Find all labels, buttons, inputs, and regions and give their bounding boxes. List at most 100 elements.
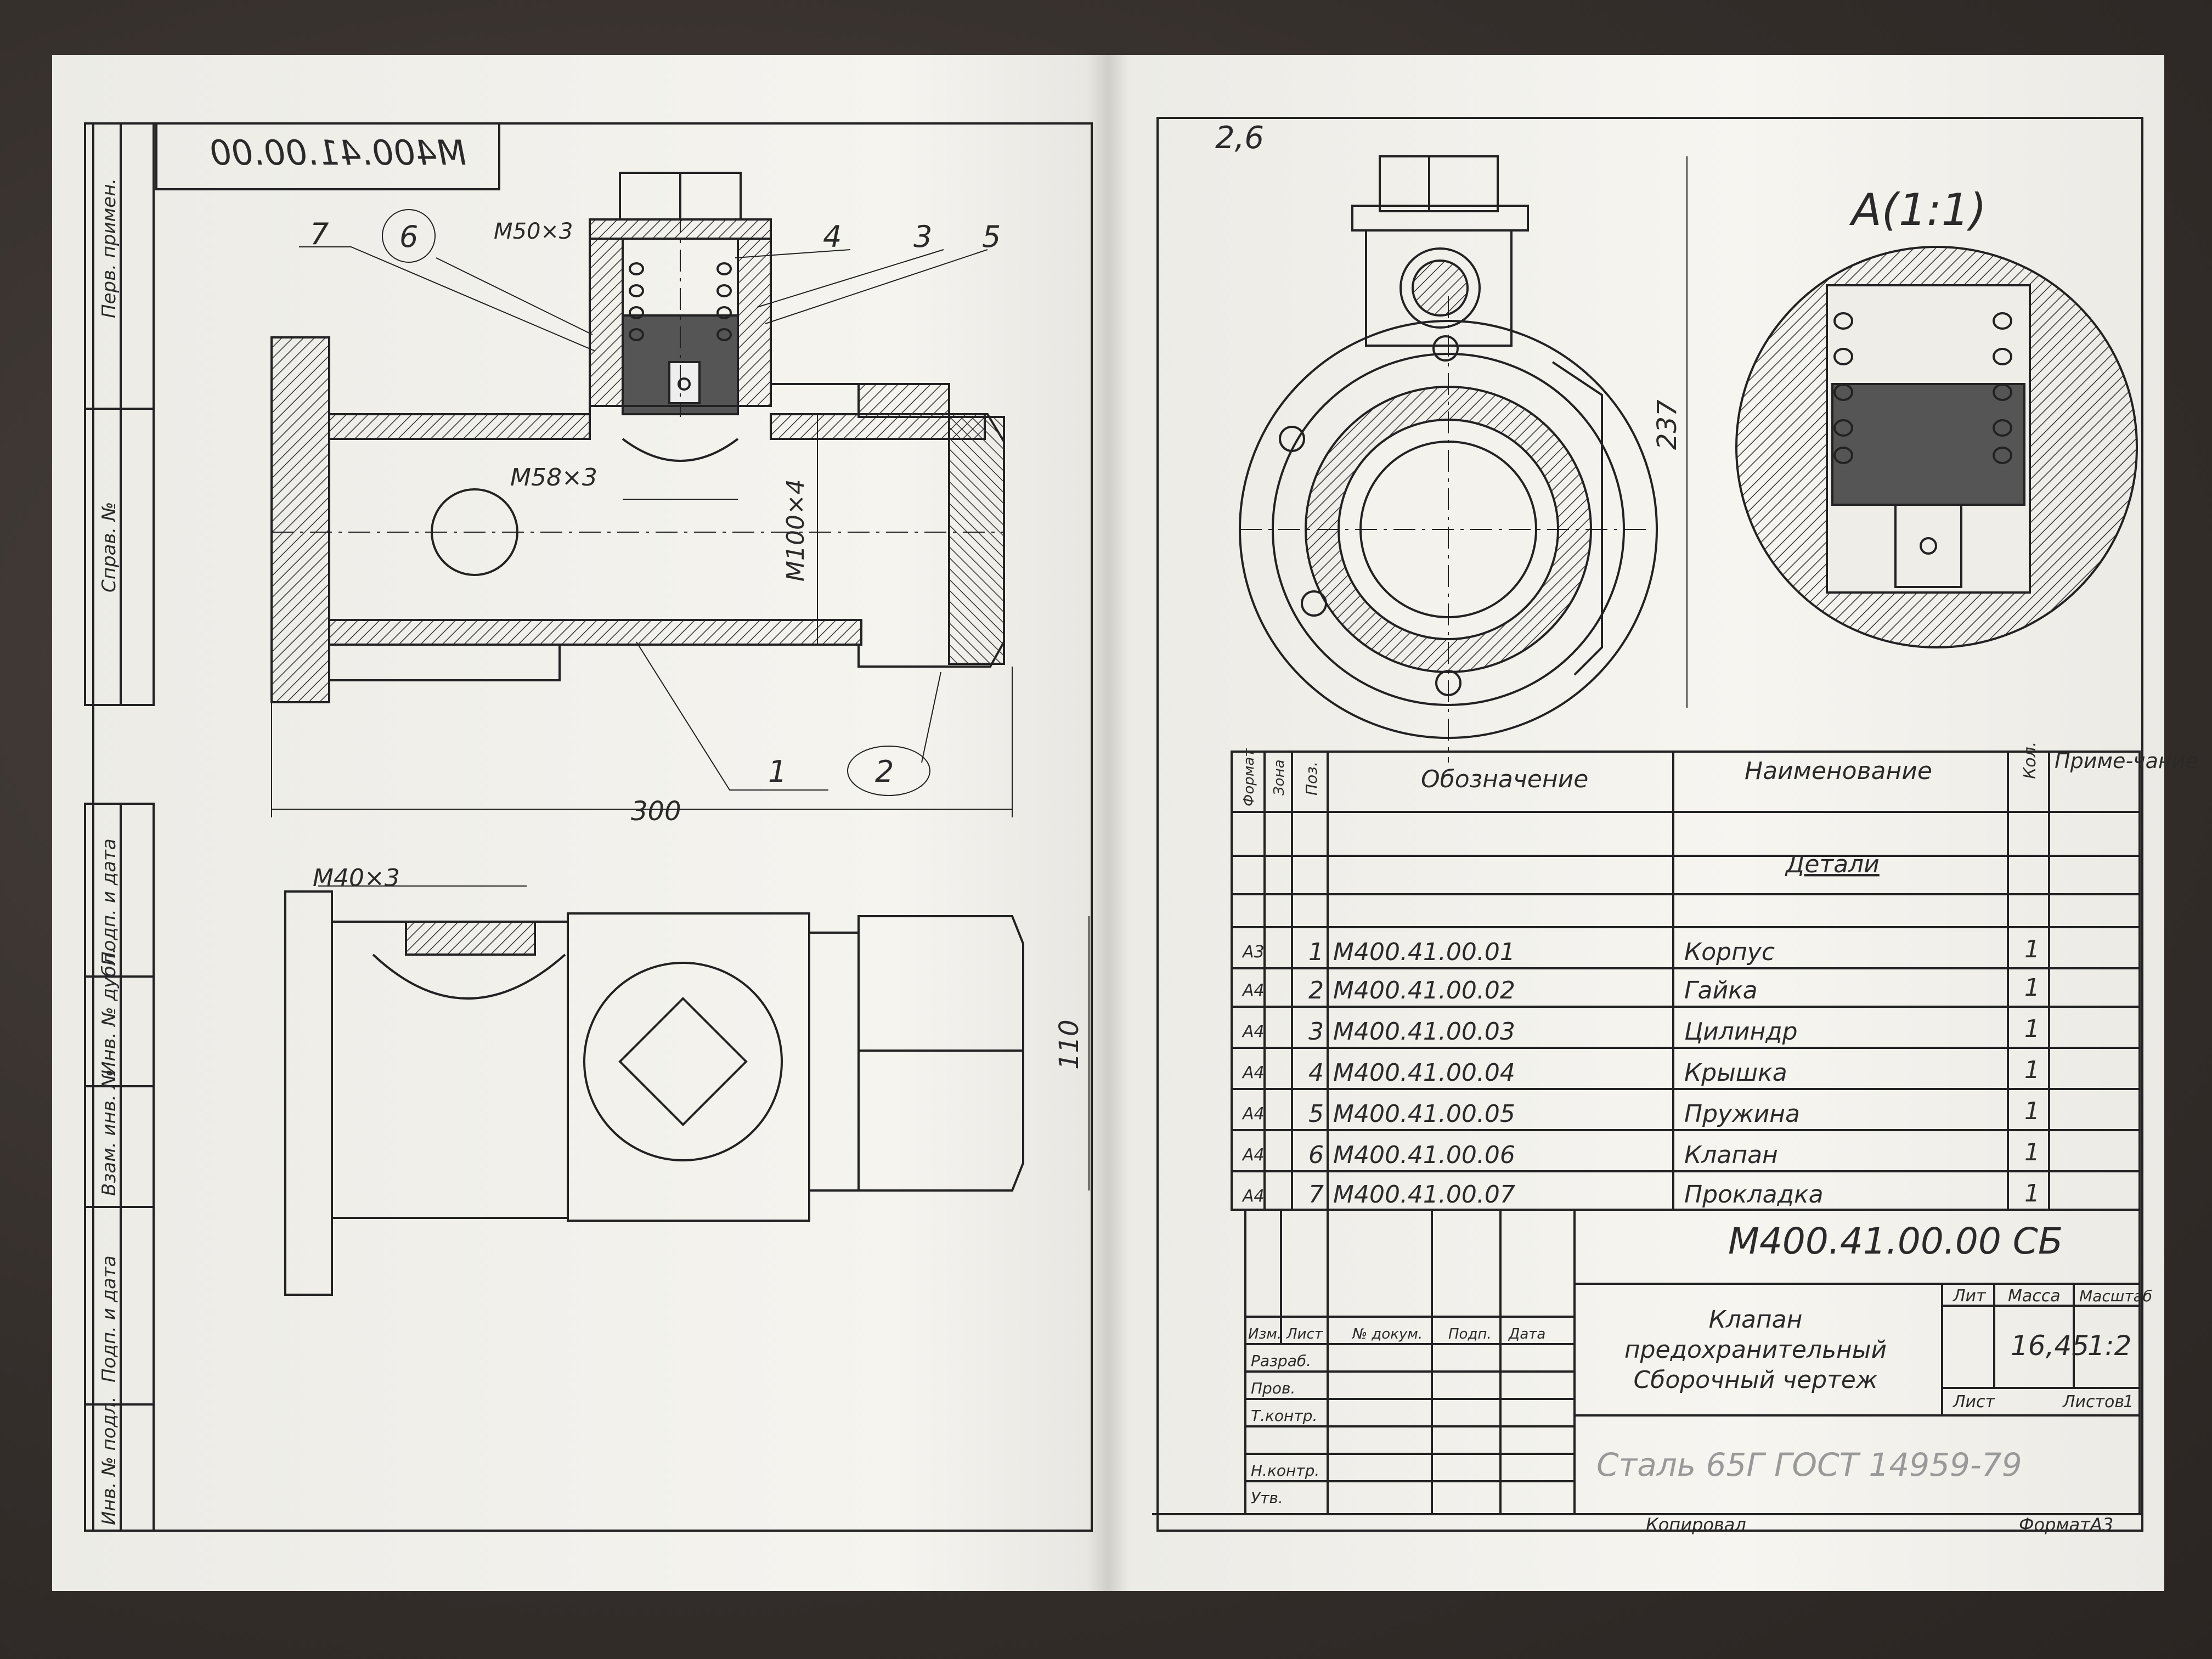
row3-name: Цилиндр [1684,1018,1798,1046]
row7-designation: М400.41.00.07 [1333,1181,1515,1209]
spec-head-pos: Поз. [1302,761,1321,795]
row1-qty: 1 [2024,935,2040,963]
massa-label: Масса [2008,1286,2061,1306]
masshtab-label: Масштаб [2079,1287,2152,1305]
row7-format: А4 [1242,1187,1265,1206]
row5-name: Пружина [1684,1100,1800,1128]
dim-m40: М40×3 [313,864,400,892]
row3-qty: 1 [2024,1015,2040,1043]
left-stamp: М400.41.00.00 [155,122,500,190]
right-frame [1156,117,2143,1532]
role-prov: Пров. [1251,1379,1295,1397]
detail-a [1735,246,2138,648]
row7-pos: 7 [1308,1181,1324,1209]
dim-m50: М50×3 [494,219,573,244]
spec-rows: А3 1 М400.41.00.01 Корпус 1 А4 2 М400.41… [1242,935,2040,1209]
title-block-text: М400.41.00.00 СБ Клапан предохранительны… [1248,1220,2152,1535]
doc-code: М400.41.00.00 СБ [1728,1220,2063,1262]
stamp-code: М400.41.00.00 [210,133,466,173]
row5-format: А4 [1242,1104,1265,1124]
dim-m100: М100×4 [782,479,810,582]
row6-qty: 1 [2024,1138,2040,1166]
leader-3: 3 [913,219,932,254]
leader-5: 5 [982,219,1001,254]
row6-pos: 6 [1308,1141,1324,1169]
section-view [270,172,1013,817]
row2-name: Гайка [1684,977,1758,1005]
row4-format: А4 [1242,1063,1265,1082]
row1-designation: М400.41.00.01 [1333,938,1515,966]
side-label-podp1: Подп. и дата [98,838,120,966]
side-view [1239,155,1688,763]
role-razrab: Разраб. [1251,1352,1311,1370]
row1-pos: 1 [1308,938,1324,966]
row2-qty: 1 [2024,974,2040,1002]
row2-format: А4 [1242,981,1265,1000]
spec-section: Детали [1785,850,1880,878]
role-tkontr: Т.контр. [1251,1407,1317,1425]
side-label-sprav: Справ. № [98,502,120,592]
row4-designation: М400.41.00.04 [1333,1059,1515,1087]
leader-6: 6 [399,219,418,254]
format-label: Формат [2019,1514,2091,1535]
copied-label: Копировал [1646,1514,1746,1535]
head-doc: № докум. [1351,1326,1423,1342]
plan-view [284,885,1090,1296]
spec-head-zone: Зона [1271,759,1288,795]
side-label-podp2: Подп. и дата [98,1255,120,1383]
row2-designation: М400.41.00.02 [1333,977,1515,1005]
row7-name: Прокладка [1684,1181,1824,1209]
row1-name: Корпус [1684,938,1775,966]
detail-a-title: A(1:1) [1849,184,1987,235]
side-label-vzam: Взам. инв. № [98,1069,120,1196]
format-value: А3 [2089,1514,2113,1535]
row3-designation: М400.41.00.03 [1333,1018,1515,1046]
leader-1: 1 [768,754,787,789]
left-frame [84,122,1093,1532]
row3-pos: 3 [1308,1018,1324,1046]
title-block [1152,1209,2142,1515]
spec-headers: Формат Зона Поз. Обозначение Наименовани… [1241,742,2198,878]
row2-pos: 2 [1308,977,1324,1005]
title-line1: Клапан [1709,1306,1803,1334]
row6-name: Клапан [1684,1141,1778,1169]
row4-name: Крышка [1684,1059,1787,1087]
head-izm: Изм. [1248,1326,1282,1342]
sheet-label: Лист [1953,1392,1996,1412]
leader-4: 4 [823,219,842,254]
dim-110: 110 [1054,1019,1085,1070]
spec-table [1231,751,2141,1211]
row6-designation: М400.41.00.06 [1333,1141,1515,1169]
row4-pos: 4 [1308,1059,1324,1087]
role-utv: Утв. [1251,1489,1283,1507]
mass-value: 16,45 [2011,1330,2089,1362]
sheets-value: 1 [2123,1392,2134,1412]
plan-labels: М40×3 110 [313,864,1085,1070]
spec-head-qty: Кол. [2021,742,2040,779]
row5-qty: 1 [2024,1097,2040,1125]
title-line3: Сборочный чертеж [1633,1366,1877,1394]
corner-note: 2,6 [1215,120,1264,156]
spec-head-designation: Обозначение [1421,765,1588,793]
dim-300: 300 [631,796,681,827]
spec-head-note: Приме-чание [2055,749,2198,773]
spec-head-format: Формат [1241,748,1257,806]
title-line2: предохранительный [1624,1336,1887,1364]
leader-7: 7 [310,217,329,251]
scale-value: 1:2 [2087,1330,2131,1362]
side-label-perv: Перв. примен. [98,178,120,318]
row1-format: А3 [1242,943,1265,962]
sheets-label: Листов [2062,1392,2124,1412]
role-nkontr: Н.контр. [1251,1462,1319,1480]
row4-qty: 1 [2024,1056,2040,1084]
row6-format: А4 [1242,1146,1265,1165]
material: Сталь 65Г ГОСТ 14959-79 [1596,1446,2022,1483]
side-label-dubl: Инв. № дубл. [98,947,120,1075]
section-labels: 7 6 4 3 5 1 2 М50×3 М58×3 М100×4 300 [310,217,1001,827]
dim-m58: М58×3 [510,464,597,492]
row3-format: А4 [1242,1022,1265,1041]
head-data: Дата [1508,1326,1545,1342]
leader-2: 2 [875,754,894,789]
lit-label: Лит [1953,1286,1987,1306]
